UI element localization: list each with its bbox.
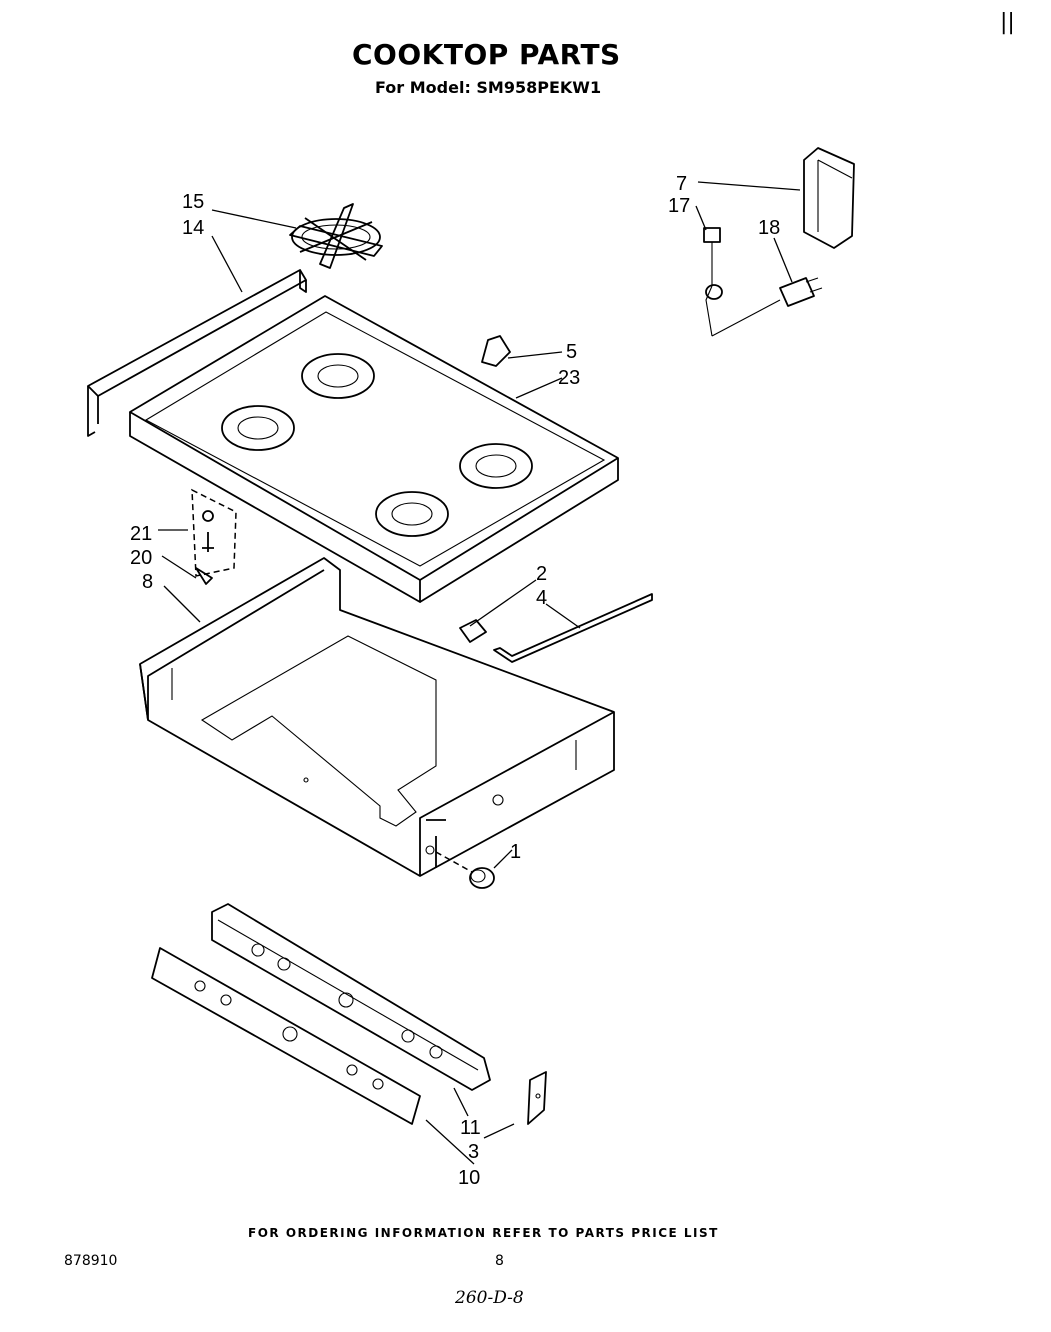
callout-5: 5 [566,341,577,363]
callout-2: 2 [536,563,547,585]
callout-21: 21 [130,523,152,545]
page-title: COOKTOP PARTS [352,38,621,71]
trim-strip-part [87,269,307,437]
junction-box-part [803,147,855,249]
page-number: 8 [495,1253,504,1269]
callout-4: 4 [536,587,547,609]
callout-20: 20 [130,547,152,569]
callout-8: 8 [142,571,153,593]
front-panel-part [151,947,421,1125]
handwritten-note: 260-D-8 [455,1288,524,1308]
callout-14: 14 [182,217,204,239]
callout-1: 1 [510,841,521,863]
ordering-note: FOR ORDERING INFORMATION REFER TO PARTS … [248,1226,719,1240]
callout-15: 15 [182,191,204,213]
callout-23: 23 [558,367,580,389]
corner-mark: || [1000,10,1015,35]
rear-channel-part [211,903,491,1091]
callout-7: 7 [676,173,687,195]
callout-17: 17 [668,195,690,217]
tube-clip-part [459,619,487,643]
bracket-assembly-part [191,488,237,585]
callout-3: 3 [468,1141,479,1163]
callout-10: 10 [458,1167,480,1189]
clip-part [481,335,511,367]
power-cord-part [779,277,823,307]
tube-part [493,593,653,663]
leader-lines [158,181,801,1165]
model-subtitle: For Model: SM958PEKW1 [375,78,602,97]
document-number: 878910 [64,1253,118,1269]
base-pan-part [139,557,615,877]
callout-18: 18 [758,217,780,239]
callout-11: 11 [460,1117,481,1139]
callout-labels: 15 14 7 17 18 5 23 21 20 8 2 4 1 11 3 10 [130,173,780,1189]
grate-part [289,203,383,269]
cooktop-top-part [129,295,619,603]
terminal-part [703,227,781,337]
cooktop-drawing: 15 14 7 17 18 5 23 21 20 8 2 4 1 11 3 10 [87,147,855,1189]
side-bracket-part [527,1071,547,1125]
grommet-part [435,851,495,889]
